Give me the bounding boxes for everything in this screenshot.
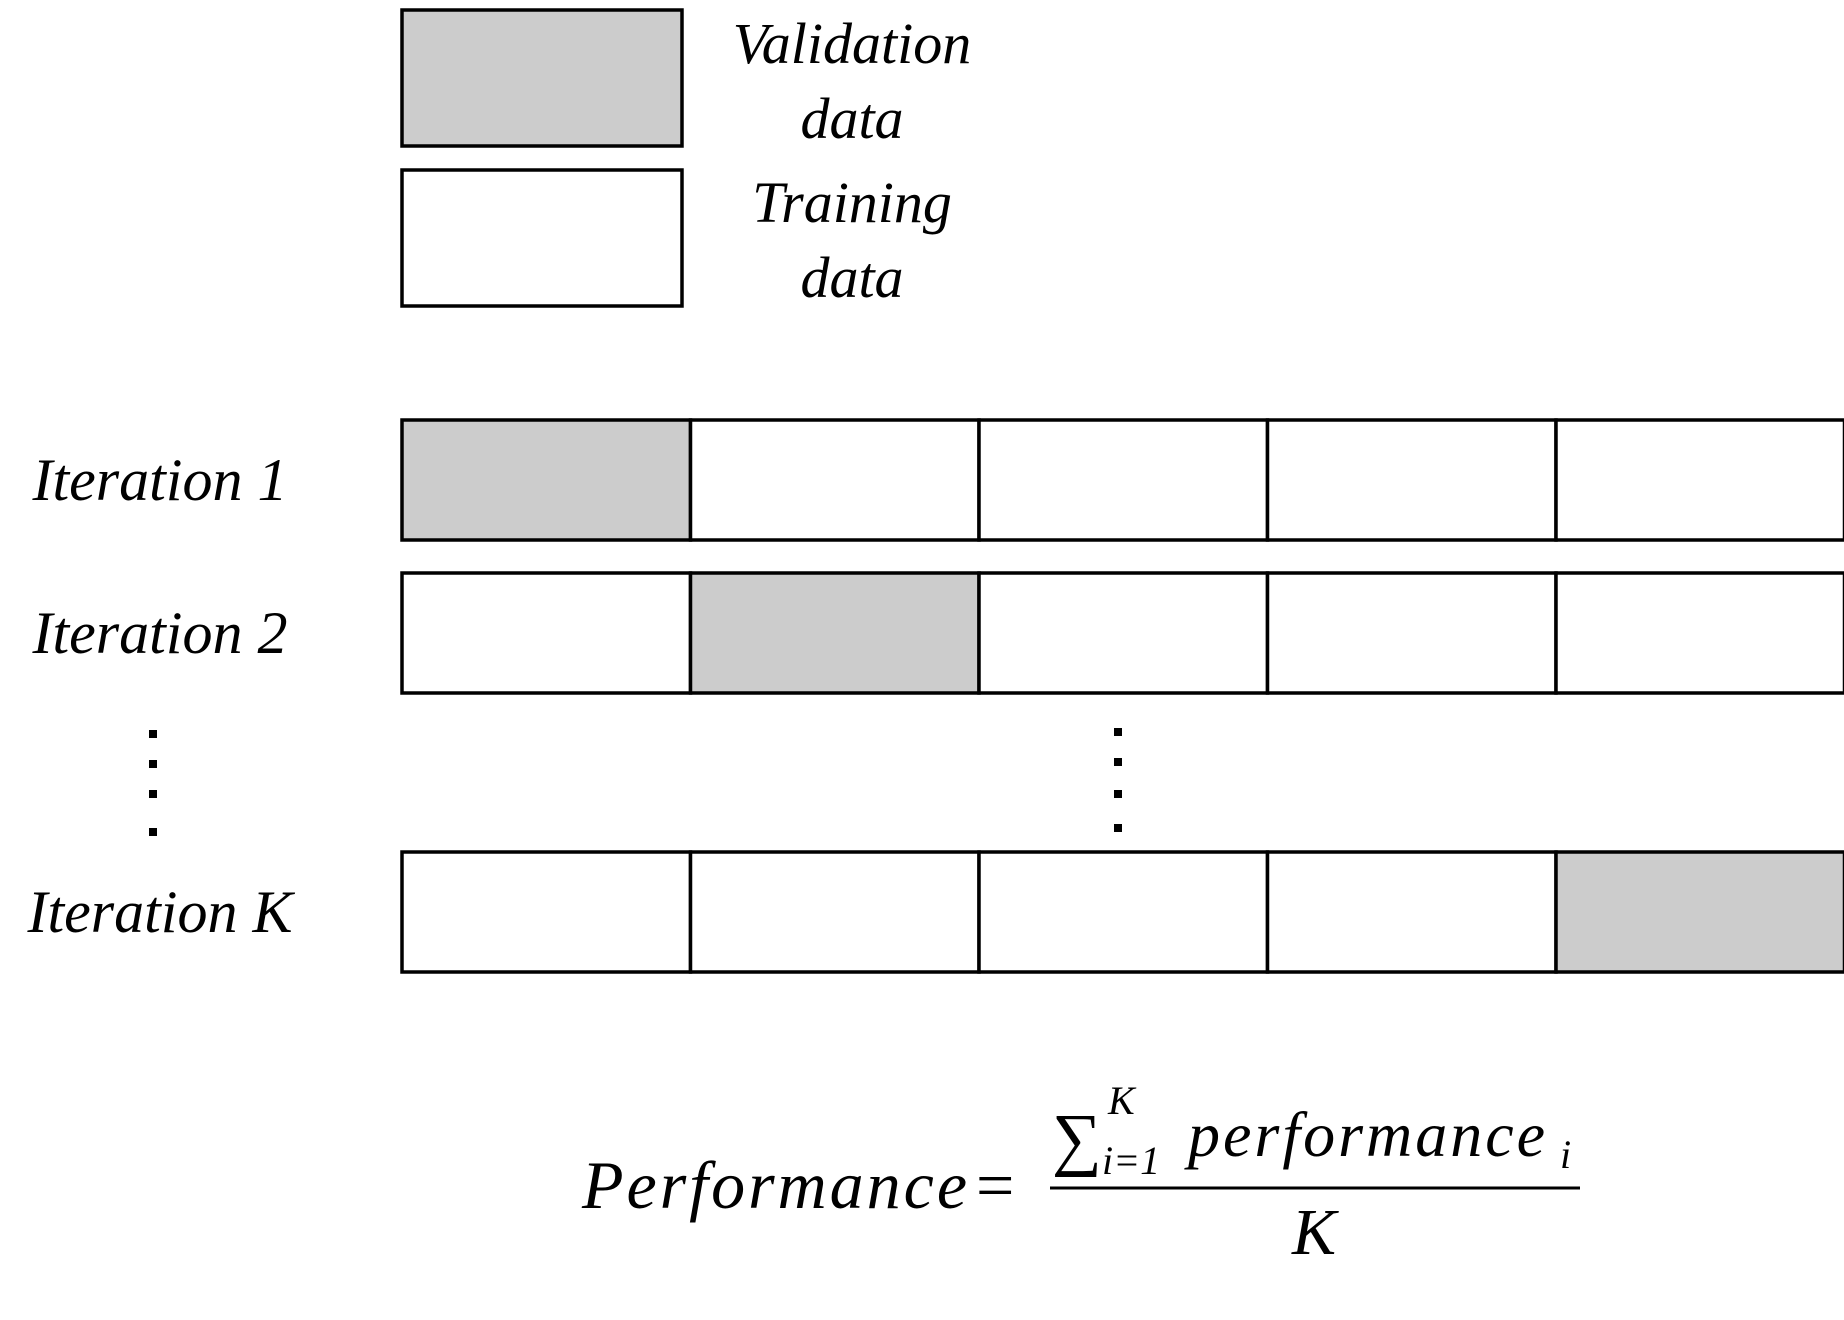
formula-sum-symbol: ∑ [1052,1101,1102,1178]
ellipsis-dot [149,760,157,768]
training-fold [688,418,981,542]
training-fold [977,418,1270,542]
iteration-row: Iteration K [27,850,1844,974]
training-fold [400,850,693,974]
ellipsis-left [149,730,157,836]
legend-training-label-line2: data [800,245,903,310]
formula-lhs: Performance [581,1147,970,1223]
iteration-row: Iteration 2 [32,571,1844,695]
formula-equals: = [976,1147,1014,1223]
training-fold [1554,571,1844,695]
training-fold [688,850,981,974]
formula-sum-lower: i=1 [1102,1138,1160,1183]
iteration-label: Iteration 2 [32,600,288,666]
legend-training-label-line1: Training [752,170,952,235]
training-fold [1265,571,1558,695]
training-fold [1265,418,1558,542]
ellipsis-dot [1114,758,1122,766]
ellipsis-dot [1114,790,1122,798]
validation-fold [400,418,693,542]
validation-fold [688,571,981,695]
iteration-label: Iteration K [27,879,296,945]
training-fold [1265,850,1558,974]
ellipsis-dot [149,828,157,836]
ellipsis-dot [149,730,157,738]
ellipsis-dot [1114,728,1122,736]
iteration-rows: Iteration 1 Iteration 2 Iteration K [27,418,1844,974]
validation-fold [1554,850,1844,974]
training-fold [1554,418,1844,542]
legend: Validation data Training data [400,8,971,310]
legend-validation-label-line1: Validation [733,11,971,76]
training-fold [977,571,1270,695]
training-fold [400,571,693,695]
iteration-label: Iteration 1 [32,447,288,513]
performance-formula: Performance = ∑ K i=1 performance i K [581,1078,1580,1269]
iteration-row: Iteration 1 [32,418,1844,542]
ellipsis-dot [1114,824,1122,832]
legend-validation-label-line2: data [800,86,903,151]
formula-denominator: K [1291,1196,1339,1269]
formula-numerator-subscript: i [1560,1132,1571,1177]
formula-numerator-term: performance [1184,1099,1548,1170]
training-fold [977,850,1270,974]
ellipsis-dot [149,790,157,798]
ellipsis-center [1114,728,1122,832]
legend-validation-swatch [400,8,684,148]
formula-sum-upper: K [1107,1078,1137,1123]
legend-training-swatch [400,168,684,308]
